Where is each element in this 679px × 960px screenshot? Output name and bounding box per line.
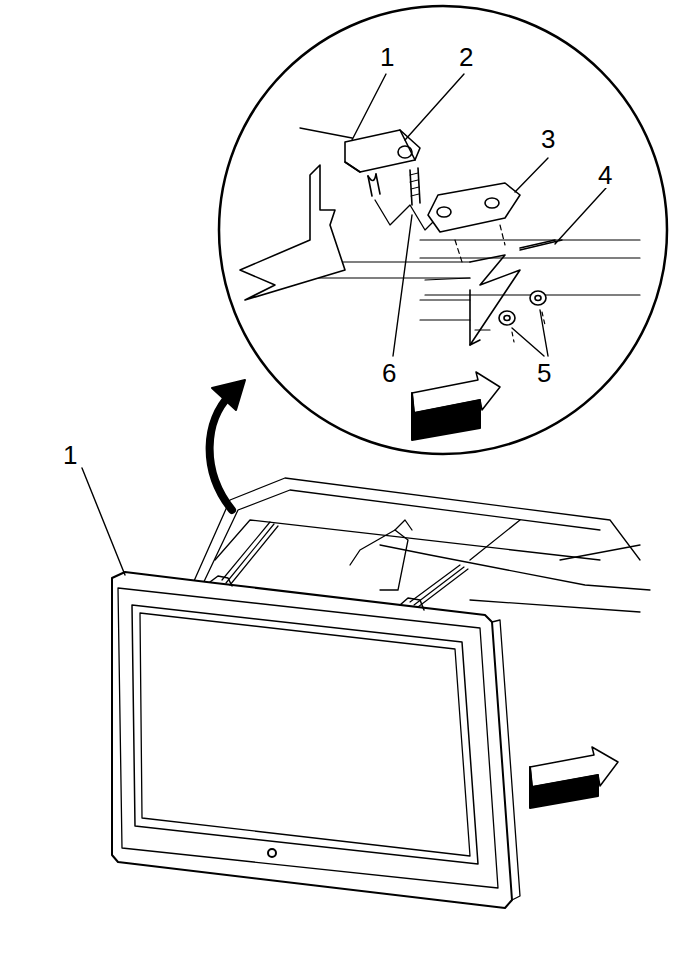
callout-number: 1 — [62, 442, 78, 468]
callout-number: 1 — [379, 44, 395, 70]
window-panel — [112, 522, 520, 908]
callout-number: 5 — [536, 360, 552, 386]
callout-number: 6 — [381, 360, 397, 386]
hinge-detail — [240, 130, 640, 345]
leader-line — [82, 74, 606, 575]
callout-number: 2 — [458, 44, 474, 70]
direction-arrow — [412, 372, 618, 808]
callout-number: 4 — [597, 162, 613, 188]
callout-number: 3 — [540, 126, 556, 152]
